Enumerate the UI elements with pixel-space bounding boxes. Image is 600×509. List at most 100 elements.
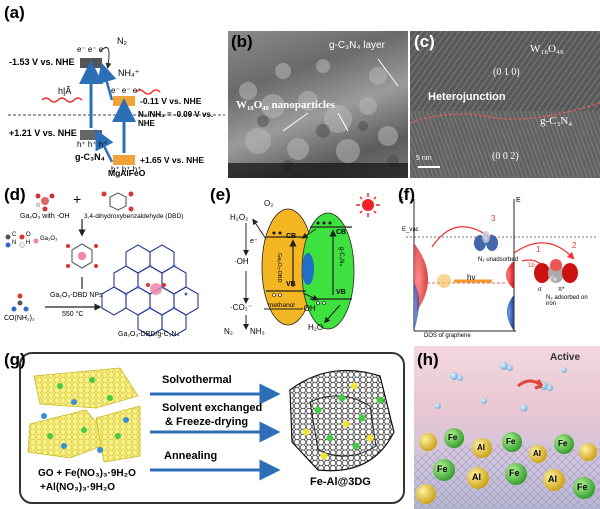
product-label: Ga₂O₃-DBD/g-C₃N₄ [118, 331, 180, 338]
cb-right-potential: -0.11 V vs. NHE [140, 96, 202, 106]
freeze-drying-label: & Freeze-drying [165, 416, 249, 428]
fe-al-spheres [416, 428, 597, 504]
al-label-3: Al [472, 472, 481, 482]
ga2o3-dbd-np [66, 243, 98, 269]
gcn-phase-label: g-C₃N₄ [540, 115, 573, 127]
synthesis-scheme-d [5, 191, 199, 337]
nano-pointer-1 [282, 112, 309, 132]
active-label: Active [550, 352, 581, 363]
panel-h: (h) Active Fe Al Fe Al Fe Fe Al Fe Al Fe [414, 346, 600, 509]
vb-right-label: VB [336, 289, 346, 296]
vb-left-potential: +1.21 V vs. NHE [9, 128, 77, 138]
panel-c: (c) W₁₈O₄₉ (0 1 0) Heterojunction g-C₃N₄… [410, 31, 600, 178]
sun-icon [356, 193, 380, 217]
panel-e-label: (e) [210, 185, 231, 204]
right-cb-bar [113, 96, 135, 106]
nh4-label: NH₄⁺ [118, 68, 140, 78]
legend-o: O [26, 232, 31, 238]
dos-axis-label: DOS of graphene [424, 333, 471, 339]
holes-left: h⁺ h⁺ h⁺ [77, 140, 108, 149]
tem-texture [410, 31, 600, 178]
vacuum-level: E_vac [402, 227, 419, 233]
gcn-network [101, 244, 199, 337]
legend-c: C [12, 232, 17, 238]
panel-a: (a) -1.53 V vs. NHE +1.21 V vs. NHE -0.1… [0, 0, 228, 180]
vb-left-label: VB [286, 281, 296, 288]
panel-d-label: (d) [4, 185, 26, 204]
n2-label-e: N₂ [224, 327, 233, 336]
vb-right-potential: +1.65 V vs. NHE [140, 155, 205, 165]
fe-n2-complex [534, 259, 578, 283]
panel-g-label: (g) [4, 350, 26, 369]
al-label-1: Al [477, 443, 485, 452]
path-1-label: 1 [536, 245, 541, 254]
left-material-label: Ga₂O₃-DBD [276, 253, 282, 283]
plane-002-label: (0 0 2) [492, 151, 519, 162]
n2-unadsorbed-molecule [474, 231, 498, 251]
reactant-line-1: GO + Fe(NO₃)₃·9H₂O [38, 468, 136, 479]
panel-d: (d) [0, 181, 208, 341]
oh-label: ·OH [234, 257, 249, 266]
wo-phase-label: W₁₈O₄₉ [530, 43, 564, 55]
path-2-label: 2 [572, 241, 577, 250]
methanol-label: methanol [268, 302, 295, 309]
temperature-label: 550 °C [62, 311, 84, 318]
cb-right-label: CB [336, 229, 347, 236]
fe-label-3: Fe [558, 439, 568, 448]
right-vb-bar [113, 155, 135, 165]
reaction-arrow [517, 379, 544, 390]
fe-label-4: Fe [437, 464, 448, 474]
scale-bar-label: 5 nm [416, 155, 432, 162]
hv-label: h|Ã [58, 86, 72, 96]
go-sheet-left [27, 409, 113, 459]
e-minus-label: e⁻ [250, 238, 258, 245]
solvent-exchanged-label: Solvent exchanged [162, 402, 263, 414]
h2o2-label: H₂O₂ [230, 213, 249, 222]
heterojunction-scheme-e [243, 193, 380, 330]
cb-left-label: CB [286, 233, 297, 240]
energy-axis-left: E [399, 197, 404, 204]
path-3-label: 3 [491, 214, 496, 223]
embedded-ga-center [146, 283, 166, 295]
panel-h-label: (h) [417, 350, 439, 369]
panel-g: (g) [0, 346, 412, 509]
legend-ga-dot [33, 238, 39, 244]
o2-label: O₂ [264, 199, 274, 208]
gcn-layer-label: g-C₃N₄ layer [329, 40, 385, 51]
nanoparticles-label: W₁₈O₄₉ nanoparticles [236, 99, 336, 111]
al-label-2: Al [533, 449, 541, 458]
legend-h: H [26, 240, 31, 246]
heterojunction-label: Heterojunction [428, 91, 506, 103]
nh3-label-e: NH₃ [250, 327, 265, 336]
panel-b-label: (b) [231, 32, 253, 51]
gas-molecules [435, 362, 567, 412]
hv-label-f: hv [467, 273, 476, 282]
fe-al-nanoparticles [302, 382, 384, 460]
redox-potential: N₂/NH₃ = -0.09 V vs. NHE [138, 110, 214, 128]
sigma-label: σ [538, 287, 542, 293]
layer-pointer [377, 58, 399, 87]
sem-texture [228, 58, 408, 178]
left-vb-bar [80, 130, 102, 140]
dbd-label: 3,4-dihydroxybenzaldehyde (DBD) [84, 213, 184, 220]
electrons-right: e⁻ e⁻ e⁻ [111, 86, 142, 95]
light-wave-right [135, 89, 161, 95]
fe-atom-label: Fe [550, 277, 558, 283]
dos-cone-blue-right [507, 295, 514, 331]
ga2o3-oh-label: Ga₂O₃ with -OH [20, 213, 70, 220]
dos-cone-red-right [506, 261, 514, 289]
ga2o3-molecule [35, 193, 55, 212]
legend-c-dot [5, 234, 11, 240]
path-1b-label: 1b [528, 263, 535, 269]
ga2o3-dbd-label: Ga₂O₃-DBD NPs [50, 292, 103, 299]
solvothermal-label: Solvothermal [162, 374, 232, 386]
panel-f: (f) [396, 181, 600, 341]
hv-glow [437, 274, 451, 288]
dos-diagram-f [406, 199, 596, 332]
cb-left-potential: -1.53 V vs. NHE [9, 57, 75, 67]
panel-a-label: (a) [4, 3, 25, 22]
nano-pointer-2 [337, 112, 349, 132]
active-site-illustration [414, 362, 600, 509]
left-cb-bar [80, 58, 102, 68]
n2-label: N₂ [117, 36, 127, 46]
